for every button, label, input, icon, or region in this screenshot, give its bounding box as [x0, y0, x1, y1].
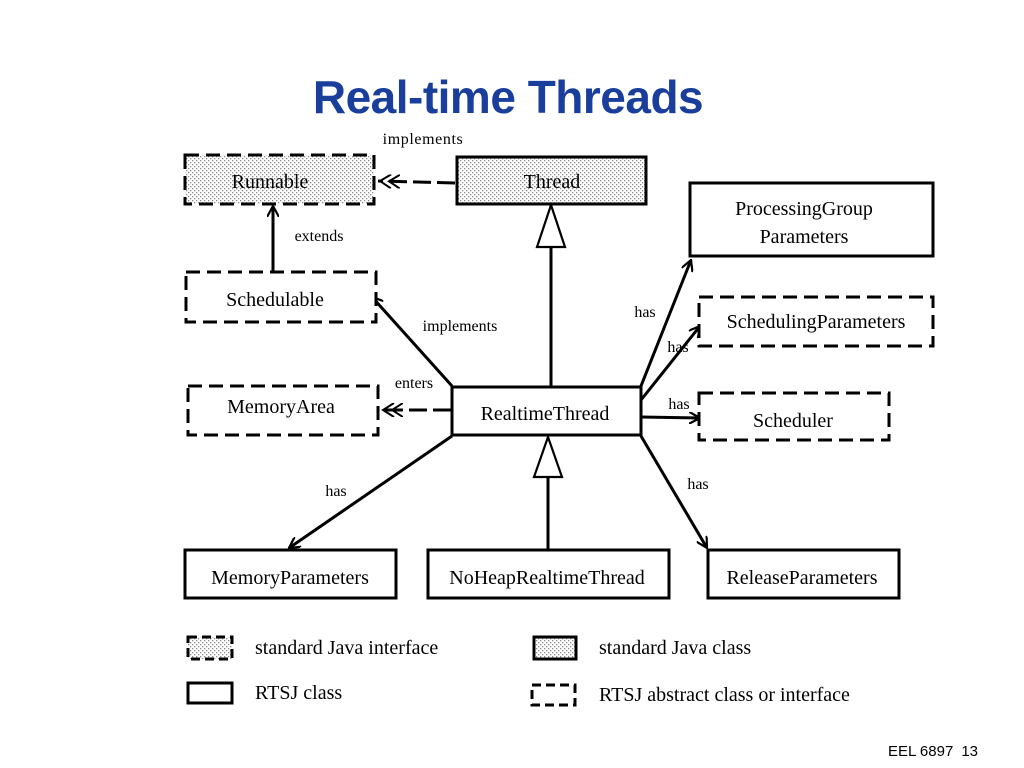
node-memoryparameters: MemoryParameters [183, 548, 398, 600]
node-schedulable: Schedulable [184, 270, 378, 324]
edge-label-rt-schedulable: implements [423, 318, 498, 335]
edges [273, 181, 709, 549]
edge-label-rt-scheduler: has [668, 396, 689, 413]
node-pgp-label-line1: ProcessingGroup [735, 198, 873, 220]
slide-footer: EEL 6897 13 [880, 743, 978, 760]
node-runnable-label: Runnable [232, 171, 309, 193]
legend-label-standard-java-interface: standard Java interface [255, 637, 438, 659]
node-schedulingparameters-label: SchedulingParameters [727, 311, 906, 333]
node-schedulingparameters: SchedulingParameters [697, 295, 935, 348]
edge-thread-runnable [377, 181, 456, 183]
node-noheaprealtimethread: NoHeapRealtimeThread [426, 548, 671, 600]
legend-item-standard-java-interface: standard Java interface [186, 635, 438, 661]
node-releaseparameters: ReleaseParameters [706, 548, 901, 600]
node-releaseparameters-label: ReleaseParameters [726, 567, 877, 589]
edge-label-rt-pgp: has [634, 304, 655, 321]
legend-label-rtsj-class: RTSJ class [255, 682, 342, 704]
node-noheap-label: NoHeapRealtimeThread [449, 567, 644, 589]
legend-label-rtsj-abstract: RTSJ abstract class or interface [599, 684, 850, 706]
node-scheduler-label: Scheduler [753, 410, 833, 432]
edge-realtimethread-pgp [639, 260, 691, 387]
node-realtimethread: RealtimeThread [450, 385, 643, 437]
node-thread-label: Thread [524, 171, 581, 193]
node-processinggroupparameters: ProcessingGroup Parameters [688, 181, 935, 258]
edge-realtimethread-schedparams [639, 326, 700, 401]
node-pgp-label-line2: Parameters [760, 226, 849, 248]
edge-realtimethread-scheduler [640, 417, 700, 418]
node-memoryparameters-label: MemoryParameters [211, 567, 369, 589]
edge-label-schedulable-runnable: extends [295, 228, 344, 245]
edge-label-thread-runnable: implements [383, 131, 464, 148]
edge-label-rt-release: has [687, 476, 708, 493]
edge-realtimethread-memparams [289, 434, 453, 548]
node-runnable: Runnable [183, 153, 376, 206]
page-number: 13 [961, 743, 978, 760]
legend: standard Java interface standard Java cl… [186, 635, 850, 707]
slide-title: Real-time Threads [312, 71, 704, 123]
node-memoryarea-label: MemoryArea [227, 396, 335, 418]
edge-label-rt-memparams: has [325, 483, 346, 500]
legend-item-rtsj-class: RTSJ class [186, 681, 342, 705]
course-code: EEL 6897 [887, 743, 954, 760]
legend-label-standard-java-class: standard Java class [599, 637, 751, 659]
legend-item-standard-java-class: standard Java class [532, 635, 751, 661]
node-memoryarea: MemoryArea [186, 384, 380, 437]
edge-realtimethread-schedulable [372, 297, 454, 388]
generalization-triangle-thread [535, 201, 567, 249]
node-realtimethread-label: RealtimeThread [481, 403, 610, 425]
edge-label-rt-memoryarea: enters [395, 375, 433, 392]
node-thread: Thread [455, 155, 648, 206]
edge-realtimethread-release [639, 435, 709, 548]
node-schedulable-label: Schedulable [226, 289, 324, 311]
generalization-triangle-realtimethread [532, 433, 564, 479]
edge-label-rt-schedparams: has [667, 339, 688, 356]
node-scheduler: Scheduler [697, 391, 891, 442]
legend-item-rtsj-abstract: RTSJ abstract class or interface [530, 683, 850, 707]
